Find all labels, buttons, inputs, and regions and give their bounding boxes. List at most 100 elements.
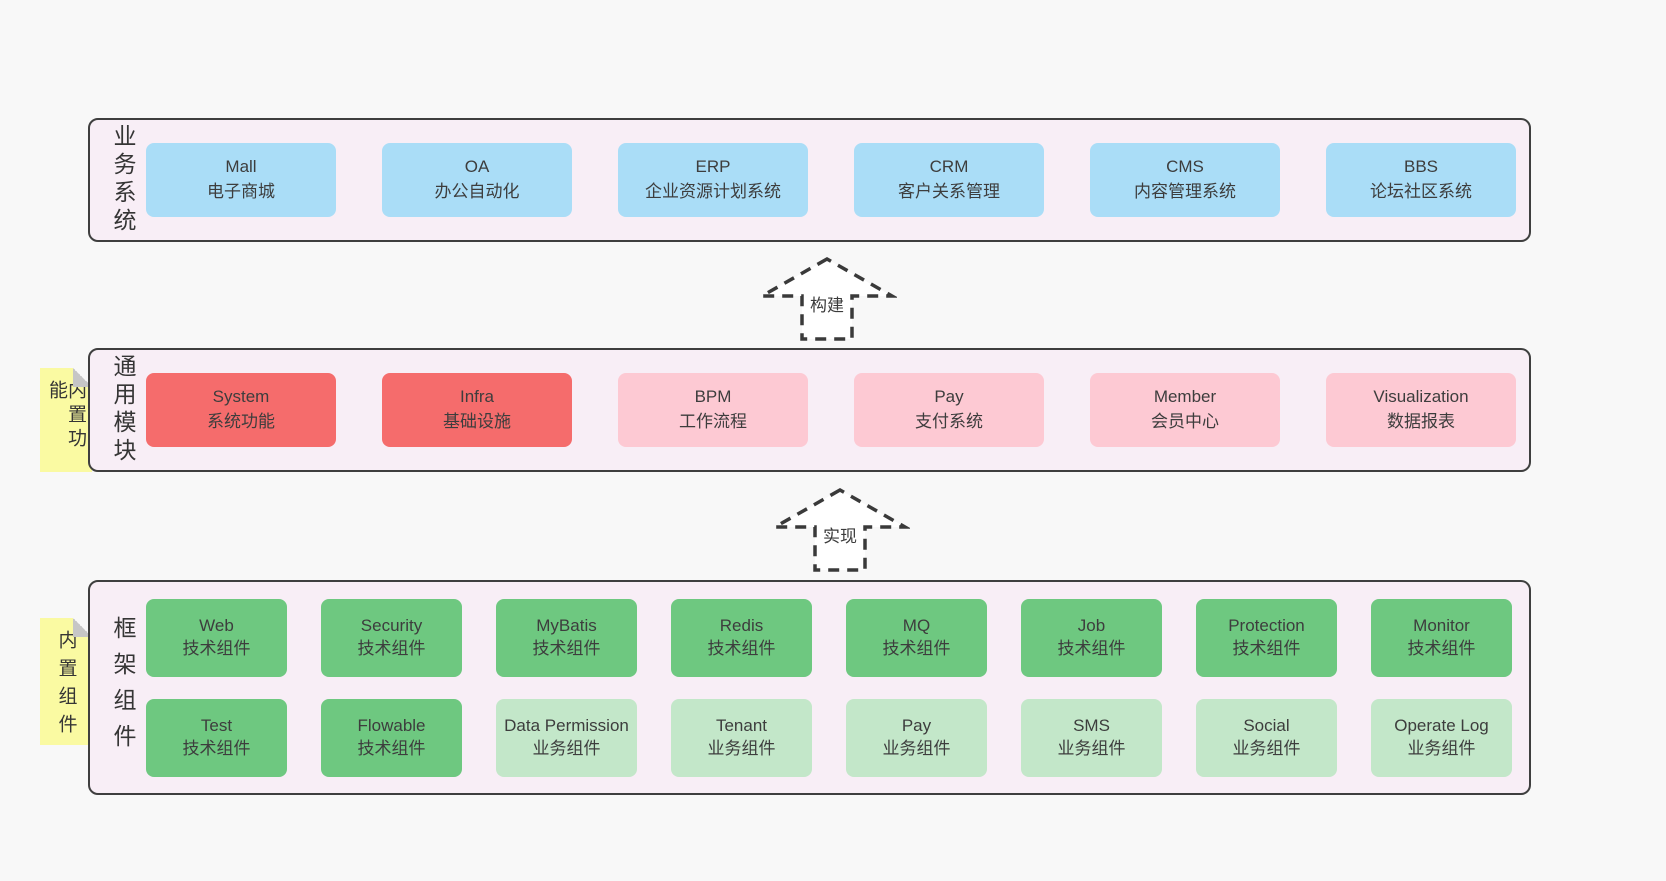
arrow-implement-label: 实现 <box>823 527 857 546</box>
box-subtitle: 技术组件 <box>1407 638 1476 658</box>
box-data-permission: Data Permission 业务组件 <box>496 698 637 777</box>
box-title: Member <box>1153 387 1217 407</box>
box-title: Job <box>1077 616 1106 636</box>
box-system: System 系统功能 <box>146 373 336 447</box>
box-subtitle: 业务组件 <box>532 738 601 758</box>
common-modules-row: System 系统功能 Infra 基础设施 BPM 工作流程 Pay 支付系统… <box>146 373 1516 447</box>
framework-components-row-2: Test 技术组件 Flowable 技术组件 Data Permission … <box>146 698 1512 777</box>
arrow-build-label: 构建 <box>810 296 844 315</box>
box-title: CMS <box>1166 157 1204 177</box>
box-title: Data Permission <box>504 716 629 736</box>
band-label-business-systems: 业务系统 <box>110 124 136 236</box>
box-title: SMS <box>1073 716 1110 736</box>
box-tenant: Tenant 业务组件 <box>671 698 812 777</box>
box-subtitle: 技术组件 <box>357 738 426 758</box>
box-subtitle: 工作流程 <box>679 412 747 431</box>
box-title: Operate Log <box>1394 716 1489 736</box>
box-title: MQ <box>902 616 931 636</box>
box-title: BBS <box>1403 157 1439 177</box>
box-social: Social 业务组件 <box>1196 698 1337 777</box>
box-subtitle: 企业资源计划系统 <box>645 182 781 201</box>
box-cms: CMS 内容管理系统 <box>1090 143 1280 217</box>
box-title: OA <box>464 157 490 177</box>
box-subtitle: 业务组件 <box>1057 738 1126 758</box>
box-subtitle: 会员中心 <box>1151 412 1219 431</box>
box-title: Flowable <box>357 716 426 736</box>
box-title: Tenant <box>715 716 768 736</box>
band-common-modules: 通用模块 System 系统功能 Infra 基础设施 BPM 工作流程 Pay… <box>88 348 1531 472</box>
box-pay: Pay 支付系统 <box>854 373 1044 447</box>
box-bpm: BPM 工作流程 <box>618 373 808 447</box>
box-subtitle: 技术组件 <box>707 638 776 658</box>
box-subtitle: 技术组件 <box>182 638 251 658</box>
box-web: Web 技术组件 <box>146 598 287 677</box>
box-title: Security <box>360 616 423 636</box>
framework-components-rows: Web 技术组件 Security 技术组件 MyBatis 技术组件 Redi… <box>146 598 1512 777</box>
box-mybatis: MyBatis 技术组件 <box>496 598 637 677</box>
box-subtitle: 数据报表 <box>1387 412 1455 431</box>
sticky-label: 内置功能 <box>46 380 86 452</box>
box-title: CRM <box>929 157 969 177</box>
box-subtitle: 技术组件 <box>1057 638 1126 658</box>
box-pay-component: Pay 业务组件 <box>846 698 987 777</box>
box-title: Pay <box>934 387 964 407</box>
box-visualization: Visualization 数据报表 <box>1326 373 1516 447</box>
box-job: Job 技术组件 <box>1021 598 1162 677</box>
box-subtitle: 客户关系管理 <box>898 182 1000 201</box>
box-subtitle: 业务组件 <box>1232 738 1301 758</box>
band-framework-components: 框架组件 Web 技术组件 Security 技术组件 MyBatis 技术组件… <box>88 580 1531 795</box>
arrow-implement: 实现 <box>768 486 912 579</box>
box-title: MyBatis <box>536 616 597 636</box>
box-subtitle: 技术组件 <box>182 738 251 758</box>
sticky-note-built-in-components: 内置组件 <box>40 618 92 745</box>
box-title: Infra <box>459 387 495 407</box>
box-subtitle: 支付系统 <box>915 412 983 431</box>
box-title: Web <box>199 616 234 636</box>
box-subtitle: 基础设施 <box>443 412 511 431</box>
box-title: Monitor <box>1413 616 1470 636</box>
arrow-build: 构建 <box>755 255 899 348</box>
box-bbs: BBS 论坛社区系统 <box>1326 143 1516 217</box>
box-infra: Infra 基础设施 <box>382 373 572 447</box>
box-title: Protection <box>1228 616 1305 636</box>
box-member: Member 会员中心 <box>1090 373 1280 447</box>
box-subtitle: 系统功能 <box>207 412 275 431</box>
box-subtitle: 技术组件 <box>357 638 426 658</box>
box-title: Pay <box>901 716 932 736</box>
box-erp: ERP 企业资源计划系统 <box>618 143 808 217</box>
box-subtitle: 技术组件 <box>1232 638 1301 658</box>
box-test: Test 技术组件 <box>146 698 287 777</box>
box-subtitle: 论坛社区系统 <box>1370 182 1472 201</box>
box-protection: Protection 技术组件 <box>1196 598 1337 677</box>
box-flowable: Flowable 技术组件 <box>321 698 462 777</box>
box-monitor: Monitor 技术组件 <box>1371 598 1512 677</box>
box-title: Social <box>1243 716 1290 736</box>
box-subtitle: 业务组件 <box>1407 738 1476 758</box>
band-business-systems: 业务系统 Mall 电子商城 OA 办公自动化 ERP 企业资源计划系统 CRM… <box>88 118 1531 242</box>
box-subtitle: 办公自动化 <box>434 182 520 201</box>
box-title: Visualization <box>1373 387 1469 407</box>
framework-components-row-1: Web 技术组件 Security 技术组件 MyBatis 技术组件 Redi… <box>146 598 1512 677</box>
box-title: BPM <box>694 387 732 407</box>
box-title: System <box>212 387 270 407</box>
band-label-framework-components: 框架组件 <box>110 615 136 760</box>
box-redis: Redis 技术组件 <box>671 598 812 677</box>
up-arrow-icon <box>768 487 912 572</box>
box-subtitle: 内容管理系统 <box>1134 182 1236 201</box>
box-title: Mall <box>225 157 257 177</box>
box-crm: CRM 客户关系管理 <box>854 143 1044 217</box>
box-security: Security 技术组件 <box>321 598 462 677</box>
up-arrow-icon <box>755 256 899 341</box>
box-subtitle: 业务组件 <box>707 738 776 758</box>
box-title: ERP <box>695 157 731 177</box>
box-title: Test <box>200 716 233 736</box>
business-systems-row: Mall 电子商城 OA 办公自动化 ERP 企业资源计划系统 CRM 客户关系… <box>146 143 1516 217</box>
box-mall: Mall 电子商城 <box>146 143 336 217</box>
box-title: Redis <box>719 616 764 636</box>
box-subtitle: 技术组件 <box>882 638 951 658</box>
band-label-common-modules: 通用模块 <box>110 354 136 466</box>
box-mq: MQ 技术组件 <box>846 598 987 677</box>
box-subtitle: 电子商城 <box>207 182 275 201</box>
box-oa: OA 办公自动化 <box>382 143 572 217</box>
sticky-label: 内置组件 <box>55 630 77 742</box>
